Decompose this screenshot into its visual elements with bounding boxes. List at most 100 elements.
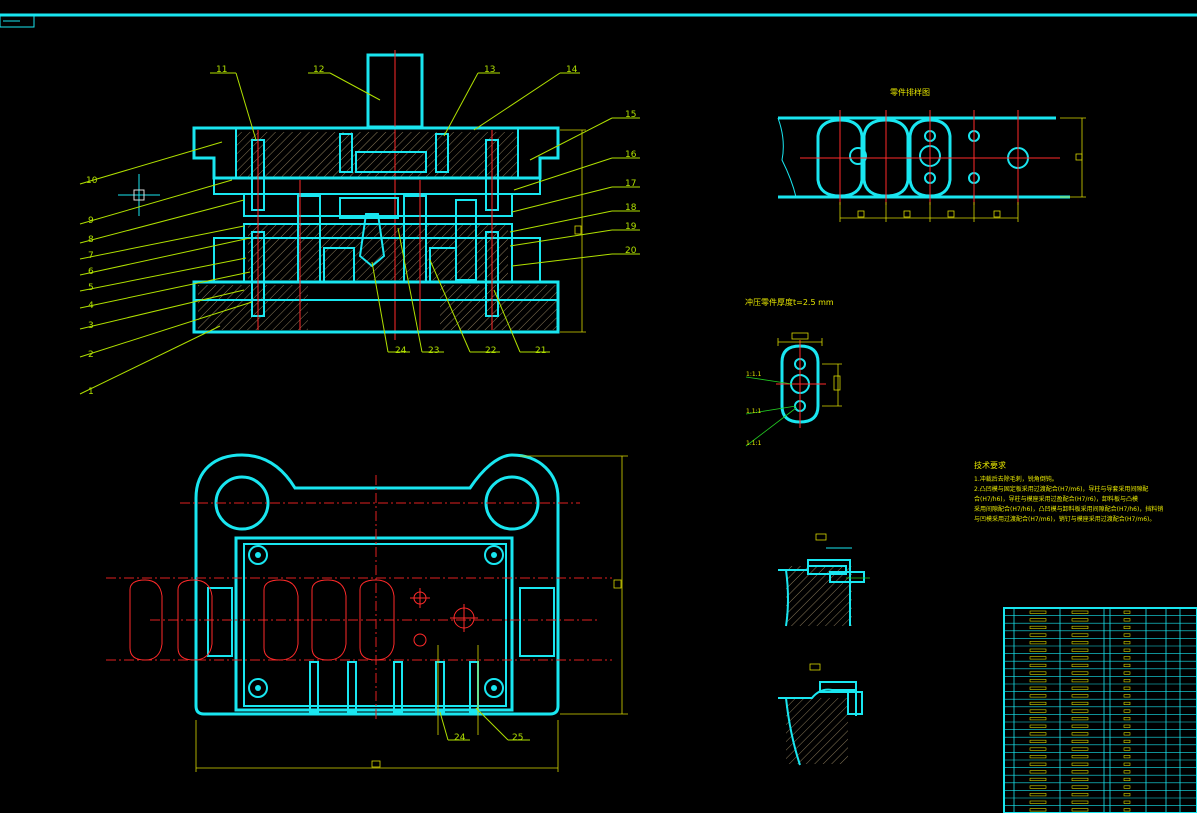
- tech-req-line: 采用间隙配合(H7/h6)，凸凹模与卸料板采用间隙配合(H7/h6)，挡料销: [974, 505, 1163, 513]
- bom-cell-mark: [1123, 663, 1131, 668]
- bom-cell-mark: [1123, 671, 1131, 675]
- bom-cell-mark: [1071, 663, 1089, 668]
- bom-cell-mark: [1029, 785, 1047, 789]
- tech-req-line: 合(H7/h6)，导柱与模座采用过盈配合(H7/r6)，卸料板与凸模: [974, 495, 1138, 503]
- bom-cell-mark: [1071, 694, 1089, 698]
- balloon-1: 1: [88, 387, 94, 397]
- balloon-9: 9: [88, 216, 94, 226]
- bom-cell-mark: [1123, 739, 1131, 744]
- bom-cell-mark: [1029, 793, 1047, 797]
- bom-cell-mark: [1029, 648, 1047, 652]
- bom-cell-mark: [1071, 724, 1089, 728]
- balloon-8: 8: [88, 235, 94, 245]
- tech-req-line: 2.凸凹模与固定板采用过渡配合(H7/m6)，导柱与导套采用间隙配: [974, 485, 1148, 493]
- bom-cell-mark: [1071, 709, 1089, 713]
- balloon-10: 10: [86, 176, 98, 186]
- bom-cell-mark: [1123, 808, 1131, 812]
- bom-cell-mark: [1029, 808, 1047, 812]
- part-note-1: 1:1.1: [746, 371, 762, 378]
- bom-cell-mark: [1071, 618, 1089, 622]
- bom-cell-mark: [1123, 633, 1131, 637]
- balloon-17: 17: [625, 179, 636, 189]
- bom-cell-mark: [1123, 686, 1131, 690]
- bom-cell-mark: [1029, 762, 1047, 766]
- bom-cell-mark: [1029, 663, 1047, 668]
- balloon-11: 11: [216, 65, 227, 75]
- balloon-25: 25: [512, 733, 523, 743]
- bom-cell-mark: [1071, 762, 1089, 766]
- plan-view: [106, 453, 628, 772]
- bom-cell-mark: [1123, 717, 1131, 721]
- bom-cell-mark: [1029, 739, 1047, 744]
- bom-cell-mark: [1123, 770, 1131, 774]
- bom-cell-mark: [1071, 717, 1089, 721]
- balloon-24-plan: 24: [454, 733, 466, 743]
- bom-cell-mark: [1029, 800, 1047, 804]
- bom-cell-mark: [1029, 641, 1047, 645]
- balloon-leaders: [79, 72, 640, 395]
- balloon-7: 7: [88, 251, 94, 261]
- bom-cell-mark: [1123, 777, 1131, 782]
- bom-cell-mark: [1071, 610, 1089, 614]
- bom-cell-mark: [1029, 755, 1047, 759]
- bom-cell-mark: [1029, 724, 1047, 728]
- bom-cell-mark: [1071, 641, 1089, 645]
- sheet-border: [0, 13, 1197, 28]
- strip-layout-view: 零件排样图: [777, 87, 1086, 222]
- bom-cell-mark: [1123, 648, 1131, 652]
- bom-cell-mark: [1071, 671, 1089, 675]
- bom-cell-mark: [1071, 793, 1089, 797]
- bom-cell-mark: [1029, 686, 1047, 690]
- bom-cell-mark: [1029, 770, 1047, 774]
- bom-cell-mark: [1029, 656, 1047, 660]
- bom-cell-mark: [1071, 770, 1089, 774]
- tech-req-line: 与凹模采用过渡配合(H7/m6)，销钉与模座采用过渡配合(H7/m6)。: [974, 515, 1155, 523]
- balloon-12: 12: [313, 65, 324, 75]
- part-note-3: 1.1:1: [746, 440, 762, 447]
- bom-cell-mark: [1071, 755, 1089, 759]
- bom-cell-mark: [1123, 709, 1131, 713]
- bom-cell-mark: [1123, 747, 1131, 751]
- bom-cell-mark: [1123, 618, 1131, 622]
- bom-cell-mark: [1123, 762, 1131, 766]
- detail-view-lower: [778, 663, 863, 766]
- balloon-24: 24: [395, 346, 407, 356]
- bom-cell-mark: [1071, 777, 1089, 782]
- bom-cell-mark: [1029, 633, 1047, 637]
- bom-cell-mark: [1071, 633, 1089, 637]
- bom-cell-mark: [1071, 800, 1089, 804]
- bom-cell-mark: [1029, 610, 1047, 614]
- bom-cell-mark: [1123, 793, 1131, 797]
- bom-cell-mark: [1123, 785, 1131, 789]
- bom-cell-mark: [1029, 618, 1047, 622]
- bom-cell-mark: [1029, 625, 1047, 630]
- tech-req-heading: 技术要求: [974, 460, 1006, 470]
- bom-cell-mark: [1029, 717, 1047, 721]
- bom-cell-mark: [1029, 709, 1047, 713]
- part-thickness-note: 冲压零件厚度t=2.5 mm: [745, 297, 834, 307]
- bom-cell-mark: [1123, 641, 1131, 645]
- balloon-5: 5: [88, 283, 94, 293]
- bom-cell-mark: [1071, 732, 1089, 736]
- bom-cell-mark: [1029, 694, 1047, 698]
- balloon-4: 4: [88, 301, 94, 311]
- balloon-21: 21: [535, 346, 546, 356]
- bom-cell-mark: [1123, 724, 1131, 728]
- balloon-13: 13: [484, 65, 495, 75]
- bom-cell-mark: [1123, 656, 1131, 660]
- bom-cell-mark: [1071, 686, 1089, 690]
- detail-view-upper: [778, 533, 870, 627]
- bill-of-materials-table: [1003, 607, 1197, 813]
- bom-cell-mark: [1029, 777, 1047, 782]
- bom-cell-mark: [1123, 610, 1131, 614]
- balloon-3: 3: [88, 321, 94, 331]
- part-drawing-view: 冲压零件厚度t=2.5 mm 1:1.1 1.1:1 1.1:1: [745, 297, 842, 447]
- bom-cell-mark: [1029, 701, 1047, 706]
- technical-requirements: 技术要求 1.冲裁后去除毛刺，锐角倒钝。 2.凸凹模与固定板采用过渡配合(H7/…: [974, 460, 1163, 523]
- bom-cell-mark: [1029, 747, 1047, 751]
- bom-cell-mark: [1123, 701, 1131, 706]
- balloon-6: 6: [88, 267, 94, 277]
- bom-cell-mark: [1123, 755, 1131, 759]
- strip-layout-title: 零件排样图: [890, 87, 930, 97]
